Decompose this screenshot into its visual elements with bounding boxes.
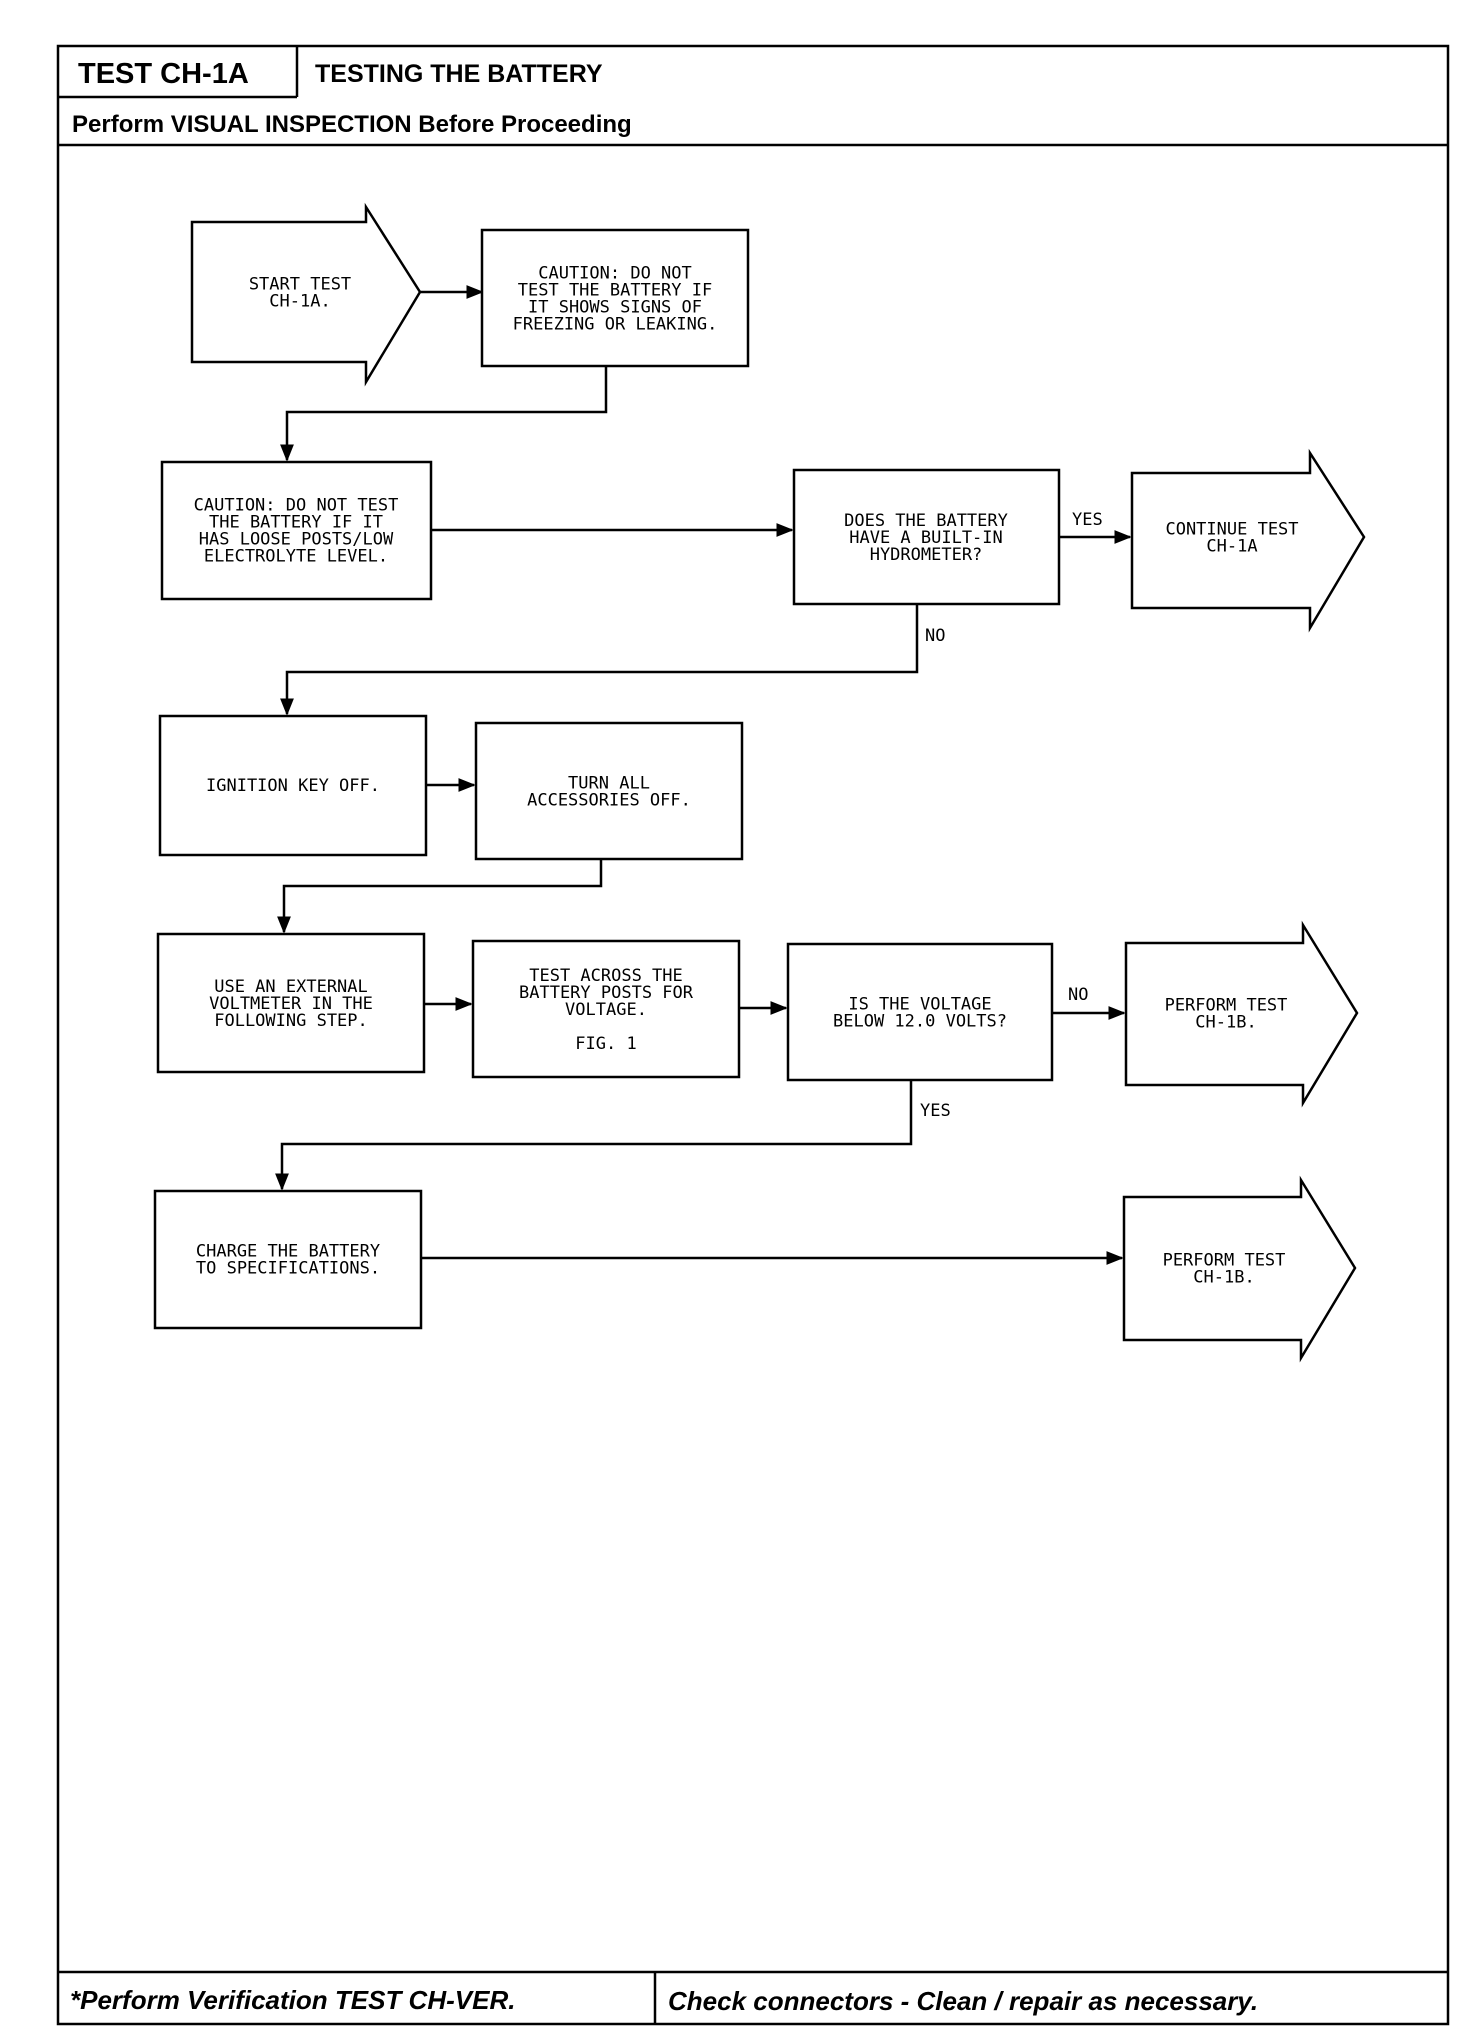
connector-voltage-charge <box>275 1080 913 1191</box>
node-line: VOLTAGE. <box>565 1000 647 1020</box>
node-line: PERFORM TEST <box>1165 996 1288 1016</box>
test-posts-node <box>471 939 741 1079</box>
perform-test-1b-final-node <box>1122 1175 1357 1363</box>
node-line: IS THE VOLTAGE <box>848 995 991 1015</box>
edge-label-hydrometer-no: NO <box>925 626 945 646</box>
node-line: TO SPECIFICATIONS. <box>196 1259 380 1279</box>
node-line: THE BATTERY IF IT <box>209 513 383 533</box>
node-line: TEST ACROSS THE <box>529 966 683 986</box>
charge-battery-node <box>153 1189 423 1330</box>
hydrometer-decision-node <box>792 468 1061 606</box>
nodes <box>153 202 1366 1363</box>
node-line: START TEST <box>249 275 351 295</box>
edge-label-voltage-yes: YES <box>920 1101 951 1121</box>
test-id: TEST CH-1A <box>78 58 249 90</box>
node-line: ACCESSORIES OFF. <box>527 791 691 811</box>
node-line: CH-1A. <box>269 292 330 312</box>
page-frame <box>56 44 1450 2026</box>
connector-hydrometer-ignition <box>280 604 919 716</box>
node-line: CH-1B. <box>1193 1268 1254 1288</box>
node-line: USE AN EXTERNAL <box>214 977 368 997</box>
node-line: CH-1A <box>1206 537 1257 557</box>
node-line: IGNITION KEY OFF. <box>206 776 380 796</box>
footer-connectors: Check connectors - Clean / repair as nec… <box>668 1986 1258 2016</box>
node-line: ELECTROLYTE LEVEL. <box>204 547 388 567</box>
accessories-off-node <box>474 721 744 861</box>
node-line: HYDROMETER? <box>870 545 983 565</box>
page-subtitle: Perform VISUAL INSPECTION Before Proceed… <box>72 111 632 138</box>
external-voltmeter-node <box>156 932 426 1074</box>
node-line: FOLLOWING STEP. <box>214 1011 368 1031</box>
node-line: BATTERY POSTS FOR <box>519 983 694 1003</box>
node-line: CH-1B. <box>1195 1013 1256 1033</box>
footer-verification: *Perform Verification TEST CH-VER. <box>70 1985 515 2015</box>
edge-labels: YES NO NO YES <box>920 510 1103 1121</box>
page-title: TESTING THE BATTERY <box>315 60 603 88</box>
perform-test-1b-node <box>1124 920 1359 1108</box>
node-line: PERFORM TEST <box>1163 1251 1286 1271</box>
node-line: TEST THE BATTERY IF <box>518 281 712 301</box>
node-line: TURN ALL <box>568 774 650 794</box>
node-line: CAUTION: DO NOT <box>538 264 692 284</box>
voltage-decision-node <box>786 942 1054 1082</box>
node-line: HAVE A BUILT-IN <box>849 528 1003 548</box>
connector-accessories-voltmeter <box>277 859 603 934</box>
connectors <box>275 285 1132 1265</box>
continue-test-node <box>1130 448 1366 633</box>
node-line: FIG. 1 <box>575 1034 636 1054</box>
header: TEST CH-1A TESTING THE BATTERY Perform V… <box>58 46 1448 147</box>
node-line: CONTINUE TEST <box>1165 520 1298 540</box>
start-node <box>190 202 422 387</box>
node-line: BELOW 12.0 VOLTS? <box>833 1012 1007 1032</box>
edge-label-hydrometer-yes: YES <box>1072 510 1103 530</box>
edge-label-voltage-no: NO <box>1068 985 1088 1005</box>
node-line: VOLTMETER IN THE <box>209 994 373 1014</box>
node-line: HAS LOOSE POSTS/LOW <box>199 530 394 550</box>
connector-caution1-caution2 <box>280 366 608 462</box>
node-line: CAUTION: DO NOT TEST <box>194 496 399 516</box>
caution-freezing-node <box>480 228 750 368</box>
footer: *Perform Verification TEST CH-VER. Check… <box>58 1970 1448 2024</box>
ignition-text: IGNITION KEY OFF. <box>206 776 380 796</box>
node-line: IT SHOWS SIGNS OF <box>528 298 702 318</box>
node-line: FREEZING OR LEAKING. <box>513 315 718 335</box>
ignition-key-node <box>158 714 428 857</box>
node-line: DOES THE BATTERY <box>844 511 1008 531</box>
caution-loose-posts-node <box>160 460 433 601</box>
node-line: CHARGE THE BATTERY <box>196 1242 380 1262</box>
